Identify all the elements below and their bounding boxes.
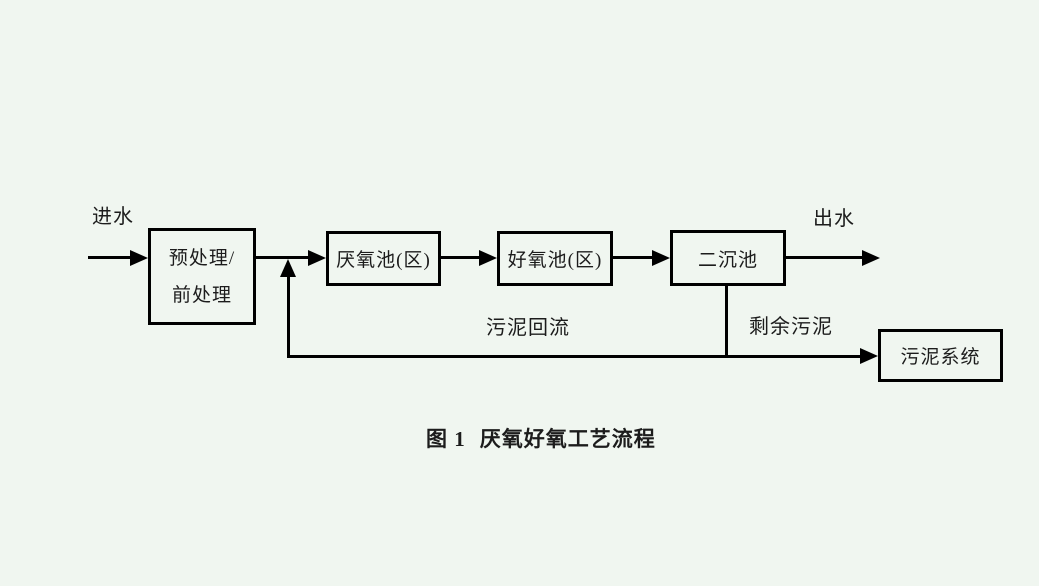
effluent-label: 出水: [813, 208, 855, 230]
aerobic-tank-box: 好氧池(区): [497, 231, 613, 286]
figure-number: 图 1: [426, 427, 466, 451]
pretreatment-to-anaerobic-arrowhead-icon: [308, 250, 326, 266]
sludge-horizontal-line: [287, 355, 862, 358]
sludge-return-label: 污泥回流: [486, 317, 570, 339]
influent-arrowhead-icon: [130, 250, 148, 266]
effluent-flow-line: [786, 256, 864, 259]
anaerobic-tank-box: 厌氧池(区): [326, 231, 441, 286]
figure-caption: 图 1 厌氧好氧工艺流程: [426, 423, 656, 453]
effluent-arrowhead-icon: [862, 250, 880, 266]
clarifier-underflow-line: [725, 286, 728, 357]
secondary-clarifier-box: 二沉池: [670, 230, 786, 286]
sludge-system-label: 污泥系统: [900, 347, 981, 368]
secondary-clarifier-label: 二沉池: [697, 249, 758, 271]
pretreatment-to-anaerobic-line: [256, 256, 310, 259]
sludge-system-box: 污泥系统: [878, 329, 1003, 382]
aerobic-tank-label: 好氧池(区): [507, 250, 603, 271]
excess-sludge-label: 剩余污泥: [749, 316, 833, 338]
aerobic-to-clarifier-line: [613, 256, 654, 259]
pretreatment-label-line1: 预处理/: [168, 247, 236, 269]
sludge-return-arrowhead-icon: [280, 259, 296, 277]
aerobic-to-clarifier-arrowhead-icon: [652, 250, 670, 266]
influent-flow-line: [88, 256, 132, 259]
pretreatment-label-line2: 前处理: [171, 284, 232, 306]
anaerobic-to-aerobic-arrowhead-icon: [479, 250, 497, 266]
sludge-return-riser-line: [287, 275, 290, 358]
anaerobic-tank-label: 厌氧池(区): [336, 250, 431, 271]
figure-title: 厌氧好氧工艺流程: [479, 427, 656, 451]
pretreatment-box: 预处理/ 前处理: [148, 228, 256, 325]
influent-label: 进水: [92, 206, 134, 228]
excess-sludge-arrowhead-icon: [860, 348, 878, 364]
anaerobic-to-aerobic-line: [441, 256, 481, 259]
